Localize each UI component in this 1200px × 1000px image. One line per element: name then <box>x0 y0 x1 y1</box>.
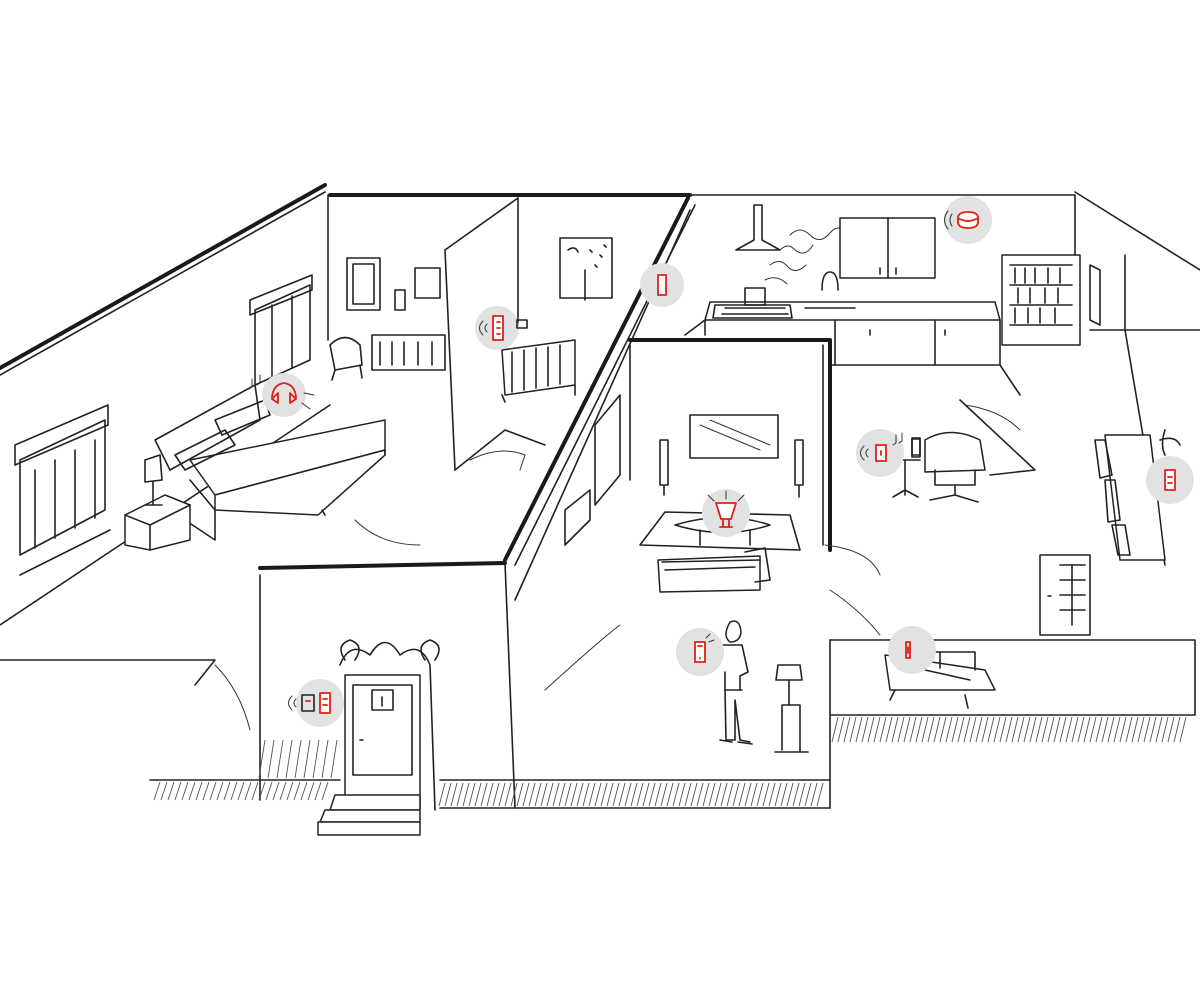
ground-hatching <box>153 716 1187 807</box>
smart-socket-icon[interactable] <box>1146 456 1194 504</box>
smart-plug-icon[interactable] <box>856 429 921 477</box>
wearable-sensor-icon[interactable] <box>888 626 936 674</box>
nursery <box>469 237 613 471</box>
smart-lamp-icon[interactable] <box>702 489 750 537</box>
entrance <box>317 639 440 836</box>
kitchen <box>684 204 1101 366</box>
smartphone-app-icon[interactable] <box>676 628 724 676</box>
smoke-detector-icon[interactable] <box>943 196 992 244</box>
bedroom <box>14 257 446 576</box>
dining-area <box>1039 429 1181 636</box>
baby-monitor-icon[interactable] <box>475 306 528 350</box>
doorbell-intercom-icon[interactable] <box>287 679 345 727</box>
living-room <box>564 394 986 753</box>
door-sensor-icon[interactable] <box>640 263 684 307</box>
smart-devices <box>248 196 1194 727</box>
smart-speaker-icon[interactable] <box>248 373 315 417</box>
house-structure <box>0 183 1200 809</box>
